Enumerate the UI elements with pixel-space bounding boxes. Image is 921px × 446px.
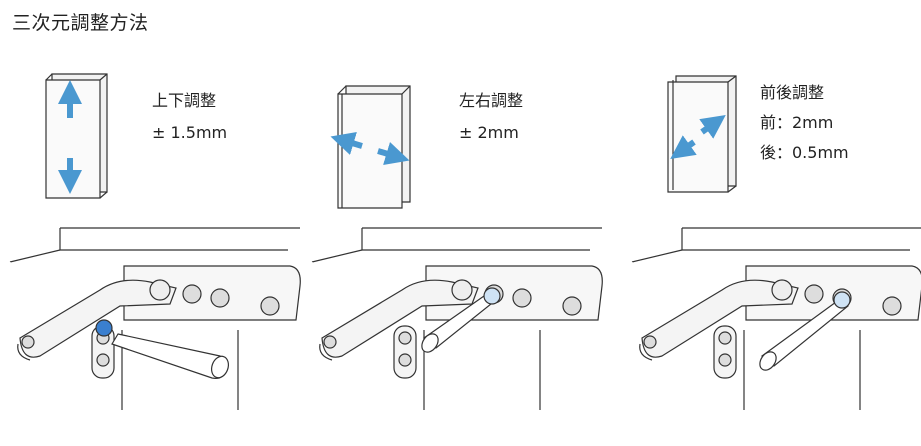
horizontal-adjust-heading: 左右調整 (459, 91, 524, 110)
door-icon-vertical (45, 73, 108, 199)
screwdriver-3 (759, 291, 851, 371)
hinge-diagram-1 (9, 227, 301, 410)
depth-adjust-heading: 前後調整 (760, 83, 825, 102)
door-icon-horizontal (337, 85, 411, 209)
vertical-adjust-heading: 上下調整 (152, 91, 217, 110)
page-title: 三次元調整方法 (12, 12, 149, 34)
horizontal-adjust-range: ± 2mm (459, 123, 519, 142)
screwdriver-2 (421, 287, 501, 353)
vertical-adjust-range: ± 1.5mm (152, 123, 228, 142)
depth-adjust-back: 後：0.5mm (760, 143, 849, 162)
left-right-arrow-icon (330, 131, 410, 166)
depth-adjust-front: 前：2mm (760, 113, 834, 132)
screwdriver-1 (95, 319, 230, 379)
diagonal-arrow-icon (670, 115, 726, 159)
door-icon-depth (667, 75, 737, 193)
hinge-diagram-3 (631, 227, 921, 411)
